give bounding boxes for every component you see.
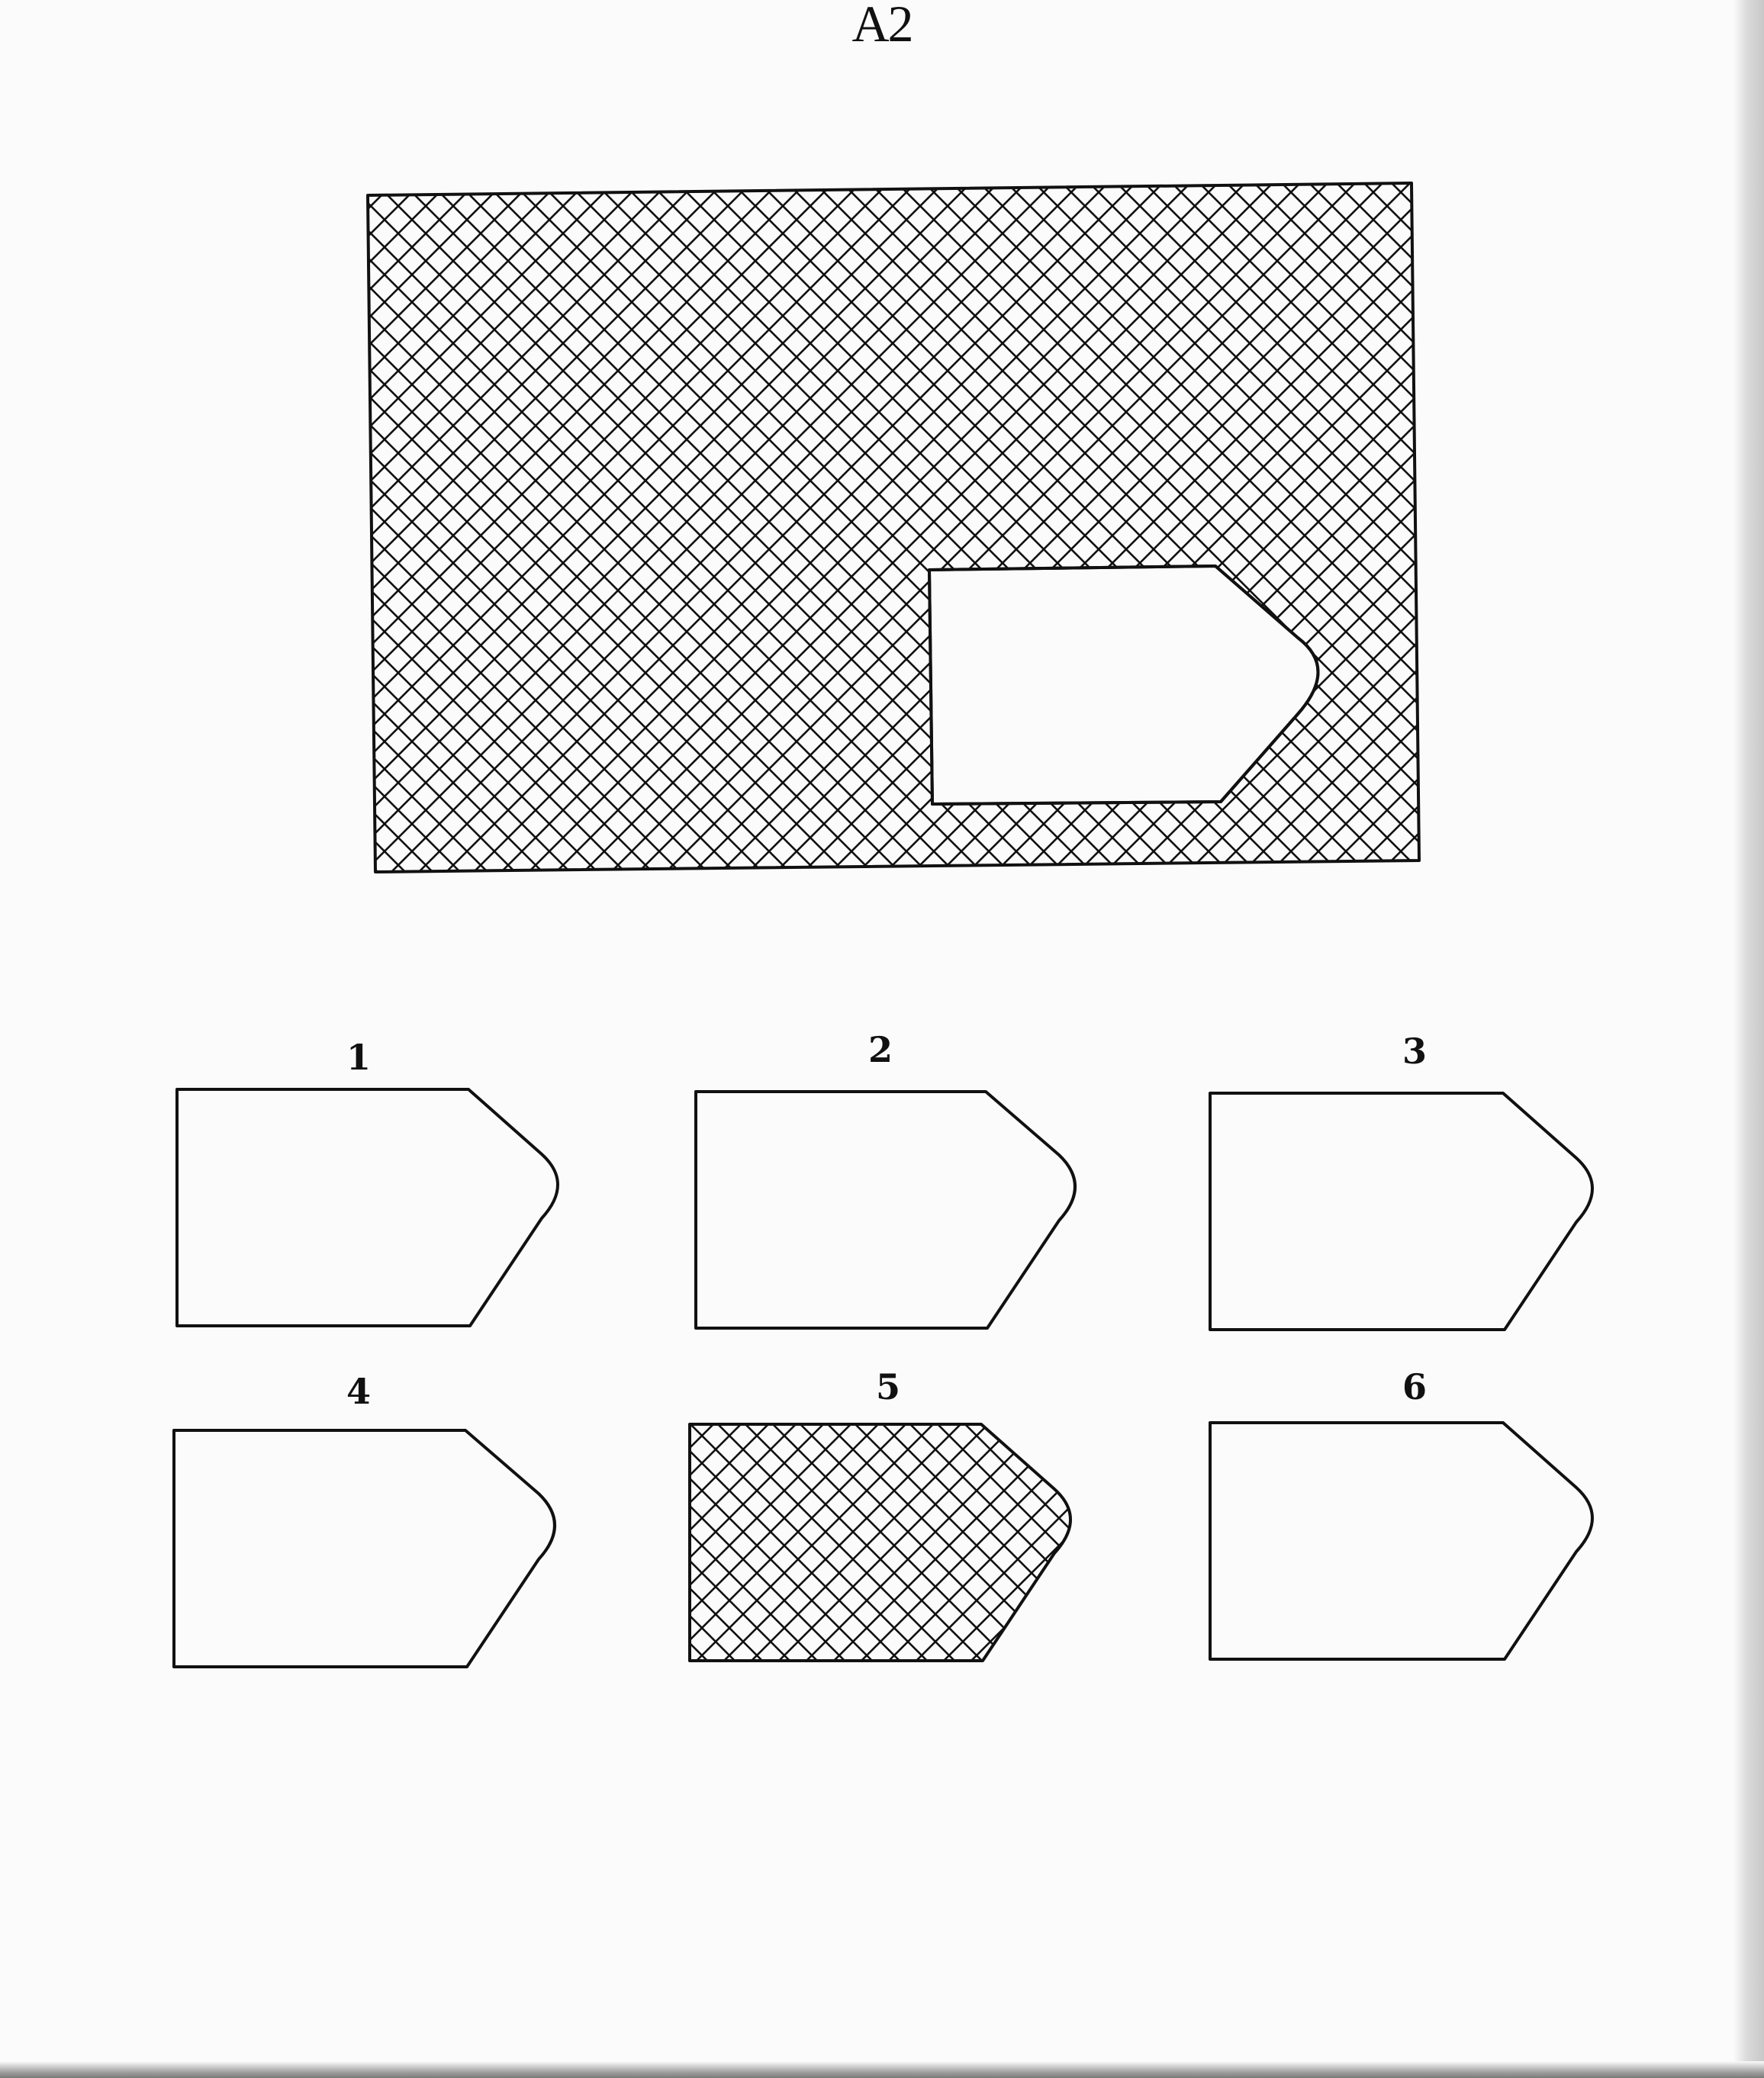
- scan-shadow-right: [1733, 0, 1764, 2078]
- option-5-shape[interactable]: [688, 1422, 1093, 1666]
- option-6-shape[interactable]: [1209, 1420, 1613, 1665]
- option-3-shape[interactable]: [1209, 1091, 1613, 1335]
- option-3-label: 3: [1402, 1031, 1427, 1072]
- option-2-label: 2: [868, 1029, 893, 1070]
- option-1-shape[interactable]: [175, 1087, 580, 1331]
- option-1-label: 1: [346, 1037, 371, 1078]
- hatched-field: [366, 182, 1421, 873]
- option-5-label: 5: [875, 1366, 900, 1407]
- puzzle-title: A2: [851, 0, 913, 53]
- scan-shadow-bottom: [0, 2061, 1764, 2078]
- option-4-shape[interactable]: [172, 1428, 577, 1672]
- option-6-label: 6: [1402, 1366, 1427, 1407]
- main-figure: [366, 182, 1421, 873]
- option-4-label: 4: [346, 1371, 371, 1412]
- option-2-shape[interactable]: [694, 1089, 1099, 1333]
- missing-piece-outline: [928, 565, 1320, 806]
